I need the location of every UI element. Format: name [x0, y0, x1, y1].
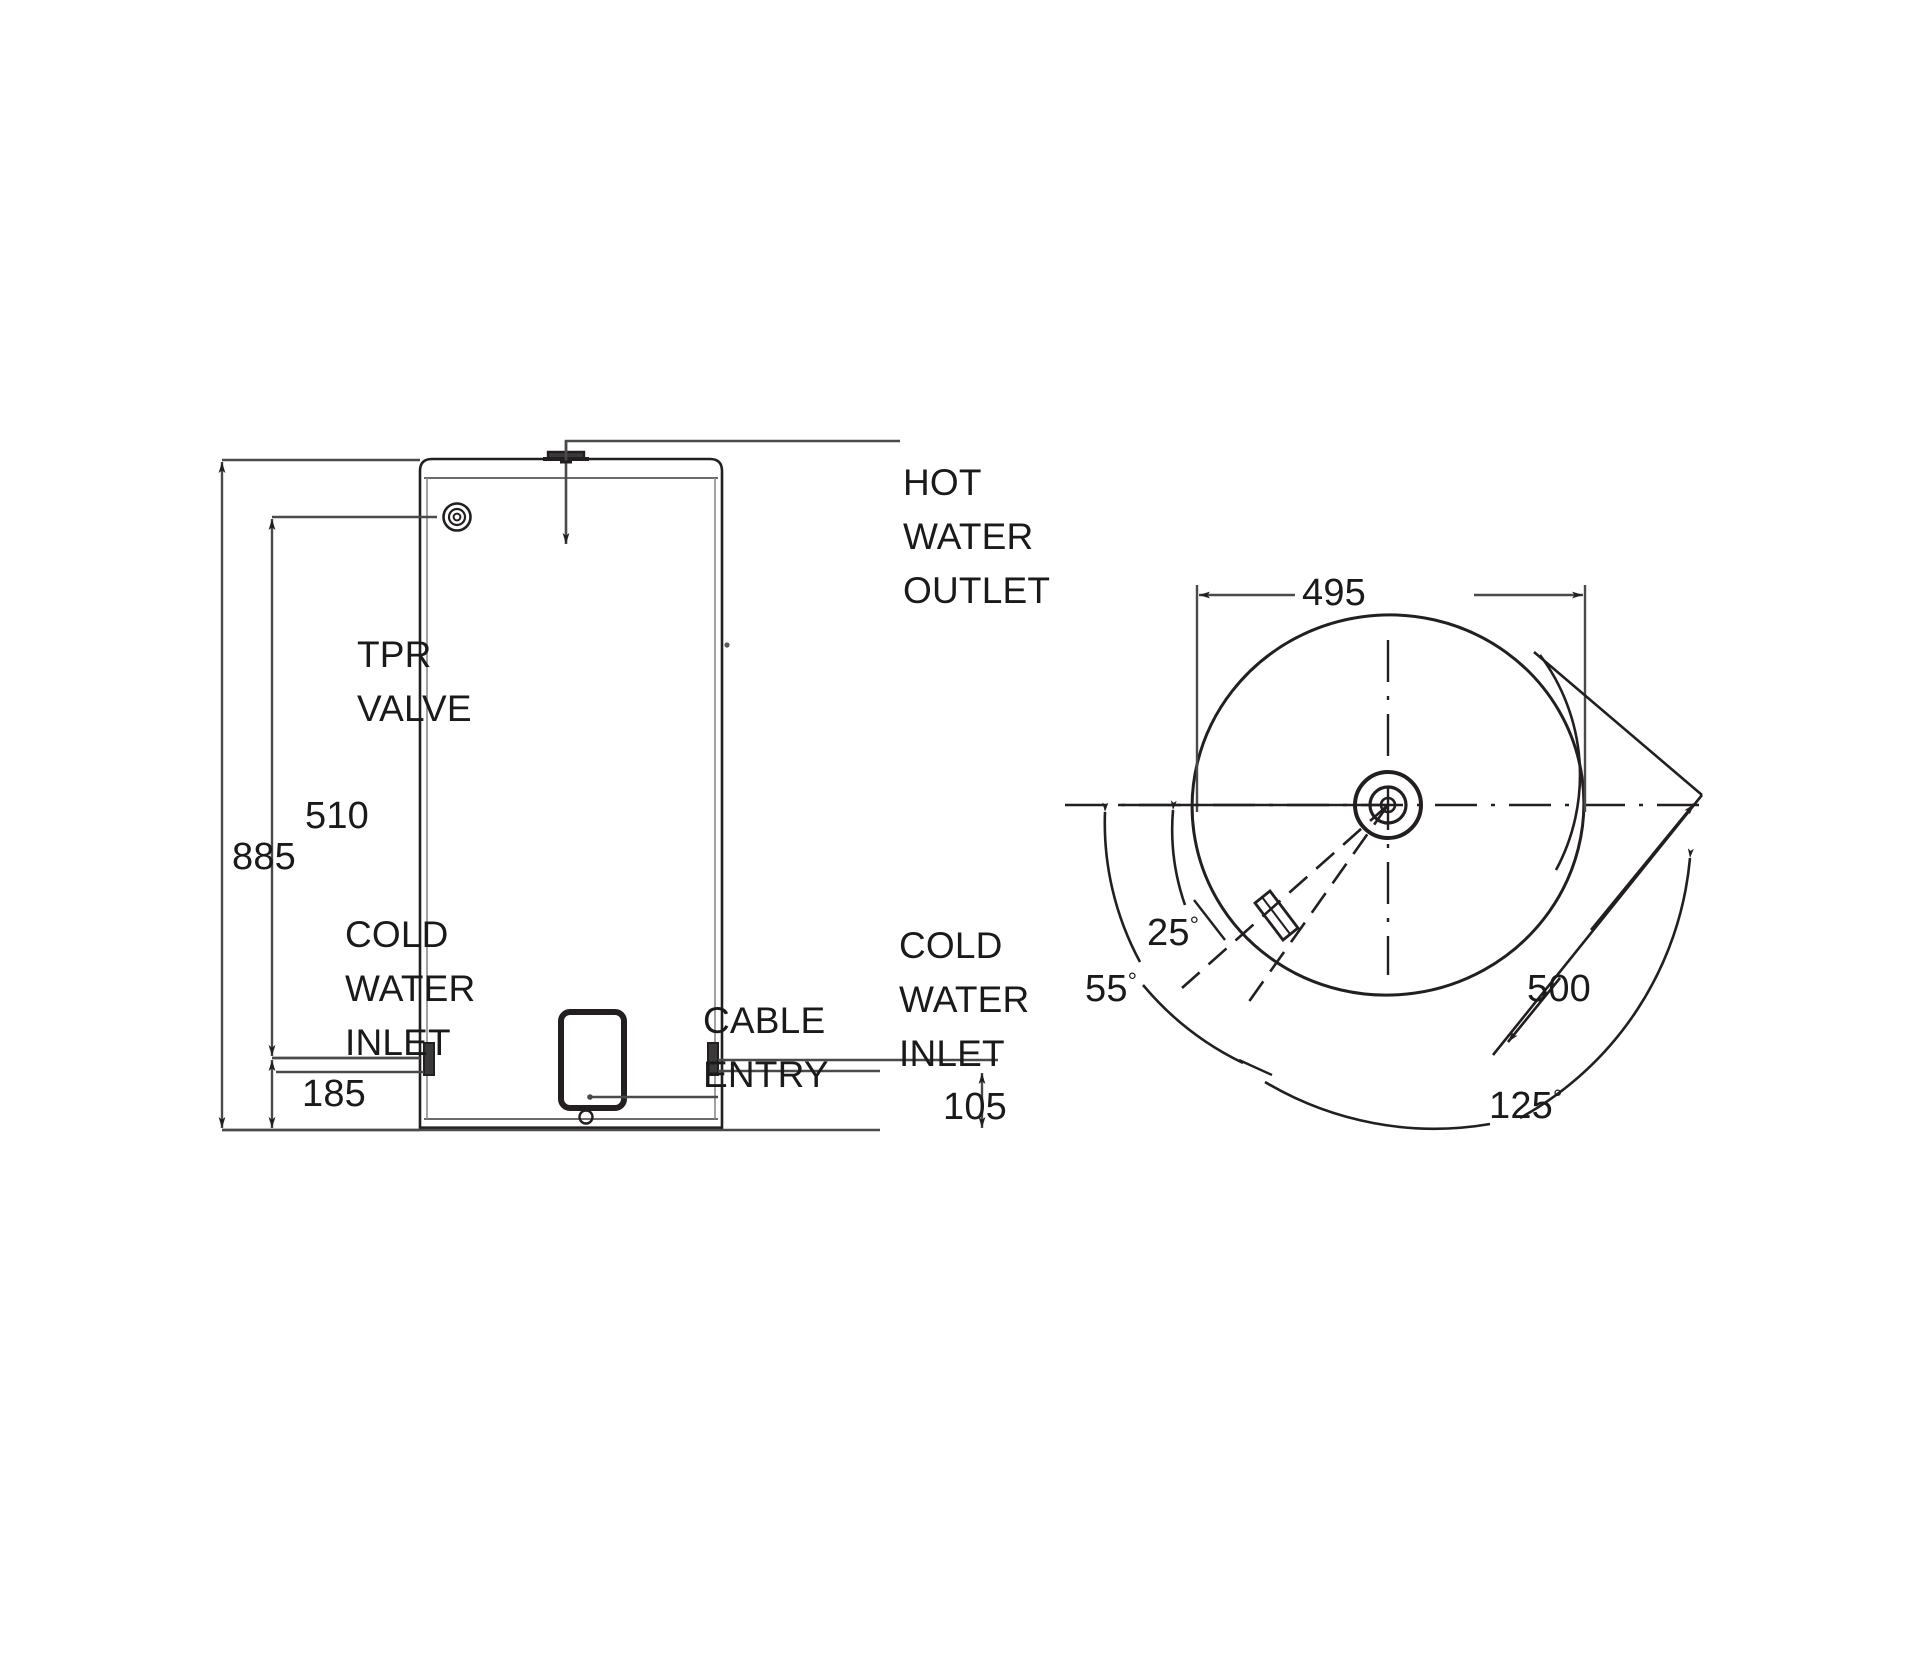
degree-symbol-55: °: [1127, 968, 1138, 995]
access-panel: [558, 1009, 627, 1125]
degree-symbol-125: °: [1553, 1085, 1563, 1112]
angle-55-value: 55: [1085, 968, 1128, 1010]
degree-symbol-25: °: [1189, 912, 1200, 939]
label-cold-water-inlet-left-line2: WATER: [345, 968, 476, 1009]
tank-body: [418, 457, 724, 1130]
label-cold-water-inlet-left-line1: COLD: [345, 914, 449, 955]
dimension-label-185: 185: [302, 1073, 367, 1115]
jacket-arc: [1538, 654, 1582, 871]
label-hot-water-outlet-line2: WATER: [903, 516, 1034, 557]
label-hot-water-outlet-line3: OUTLET: [903, 570, 1051, 611]
dimension-495: [1195, 585, 1587, 812]
dimension-angle-125: [1264, 848, 1694, 1131]
label-cable-entry-line2: ENTRY: [703, 1054, 829, 1095]
dimension-label-angle-55: 55°: [1085, 968, 1137, 1011]
label-cold-water-inlet-right-line3: INLET: [899, 1033, 1005, 1074]
label-cold-water-inlet-left-line3: INLET: [345, 1022, 451, 1063]
hot-water-outlet-leader: [560, 439, 900, 544]
dimension-angle-25: [1118, 800, 1390, 941]
dimension-label-885: 885: [232, 836, 297, 878]
cold-water-inlet-port-left: [423, 1042, 435, 1076]
angle-radials: [1181, 804, 1390, 1011]
label-tpr-valve-line2: VALVE: [357, 688, 472, 729]
label-hot-water-outlet-line1: HOT: [903, 462, 982, 503]
dimension-105: [718, 1069, 986, 1128]
dimension-label-105: 105: [943, 1086, 1008, 1128]
datum-point-right: [724, 642, 730, 648]
dimension-label-angle-125: 125°: [1489, 1085, 1563, 1128]
front-view-group: [218, 439, 998, 1132]
angle-25-value: 25: [1147, 912, 1190, 954]
dimension-angle-55: [1102, 802, 1273, 1077]
label-cold-water-inlet-right-line1: COLD: [899, 925, 1003, 966]
angle-125-value: 125: [1489, 1085, 1554, 1127]
label-cold-water-inlet-right-line2: WATER: [899, 979, 1030, 1020]
dimension-label-500: 500: [1527, 968, 1592, 1010]
dimension-500: [1491, 651, 1704, 1056]
inlet-stub-plan: [1253, 889, 1300, 942]
cable-entry-leader: [587, 1094, 718, 1100]
label-tpr-valve-line1: TPR: [357, 634, 432, 675]
dimension-label-495: 495: [1302, 572, 1367, 614]
dimension-label-angle-25: 25°: [1147, 912, 1199, 955]
tpr-valve-port: [442, 502, 472, 532]
top-view-group: [1065, 585, 1704, 1131]
dimension-label-510: 510: [305, 795, 370, 837]
label-cable-entry-line1: CABLE: [703, 1000, 826, 1041]
dimension-185: [222, 1056, 880, 1132]
